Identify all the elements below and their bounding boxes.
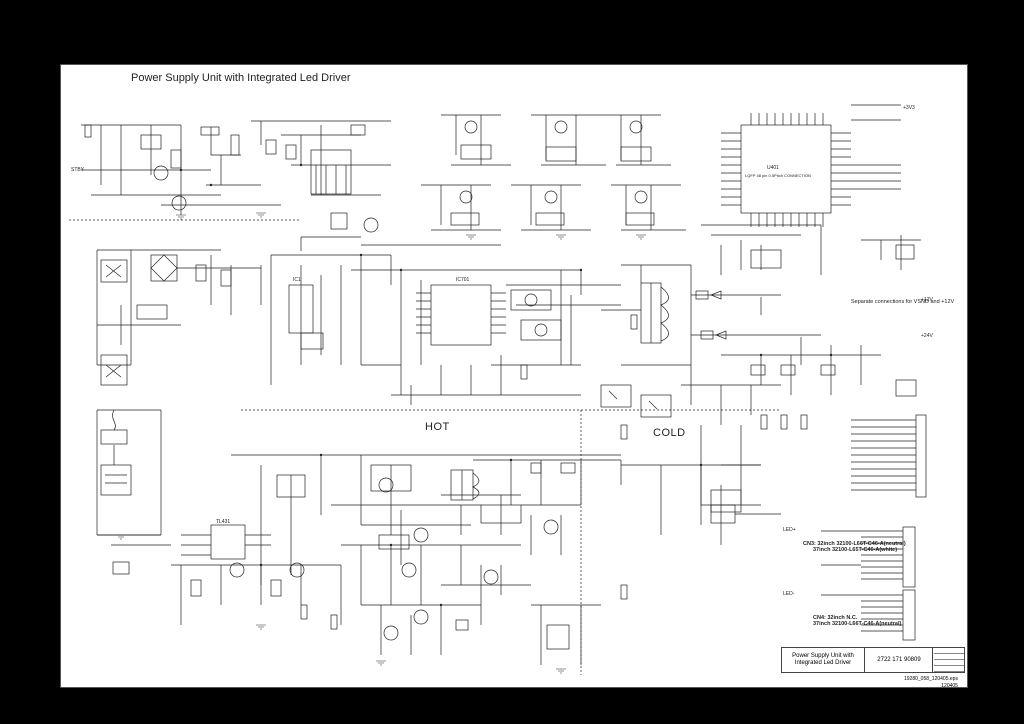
file-code-line1: 19280_058_120405.eps [904, 676, 958, 682]
title-block-line1: Power Supply Unit with [792, 653, 854, 659]
rail-3v3: +3V3 [903, 105, 915, 111]
rail-24v: +24V [921, 333, 933, 339]
title-block-revision-grid [934, 648, 964, 672]
driver-ic-ref: IC701 [456, 277, 470, 283]
schematic-drawing [69, 104, 927, 675]
separate-connections-note: Separate connections for VSND and +12V [851, 299, 955, 305]
hot-region-label: HOT [425, 421, 450, 433]
cn3-note-line2: 37inch 32100-L65T-C46-A(white) [813, 547, 898, 553]
rail-led-plus: LED+ [783, 527, 796, 533]
tl431-ref: TL431 [216, 519, 231, 525]
cn4-note-line1: CN4: 32inch N.C. [813, 615, 858, 621]
rail-stby: STBY [71, 167, 85, 173]
rail-led-minus: LED- [783, 591, 795, 597]
rail-12v: +12V [921, 297, 933, 303]
pfc-ic-ref: IC1 [293, 277, 301, 283]
title-block-line2: Integrated Led Driver [794, 660, 852, 666]
page-title: Power Supply Unit with Integrated Led Dr… [131, 72, 351, 84]
cn3-note-line1: CN3: 32inch 32100-L66T-C46-A(neutral) [803, 541, 906, 547]
file-code: 19280_058_120405.eps 120405 [904, 676, 958, 690]
main-ic-ref: U401 [767, 165, 779, 171]
main-ic-desc: LQFP 48 pin 0.5Pitch CONNECTION [745, 173, 811, 178]
file-code-line2: 120405 [941, 683, 958, 689]
cold-region-label: COLD [653, 427, 686, 439]
cn4-note-line2: 37inch 32100-L66T-C46-A(neutral) [813, 621, 902, 627]
schematic-sheet: Power Supply Unit with Integrated Led Dr… [60, 64, 968, 690]
title-block-doc-number: 2722 171 90809 [866, 648, 933, 672]
